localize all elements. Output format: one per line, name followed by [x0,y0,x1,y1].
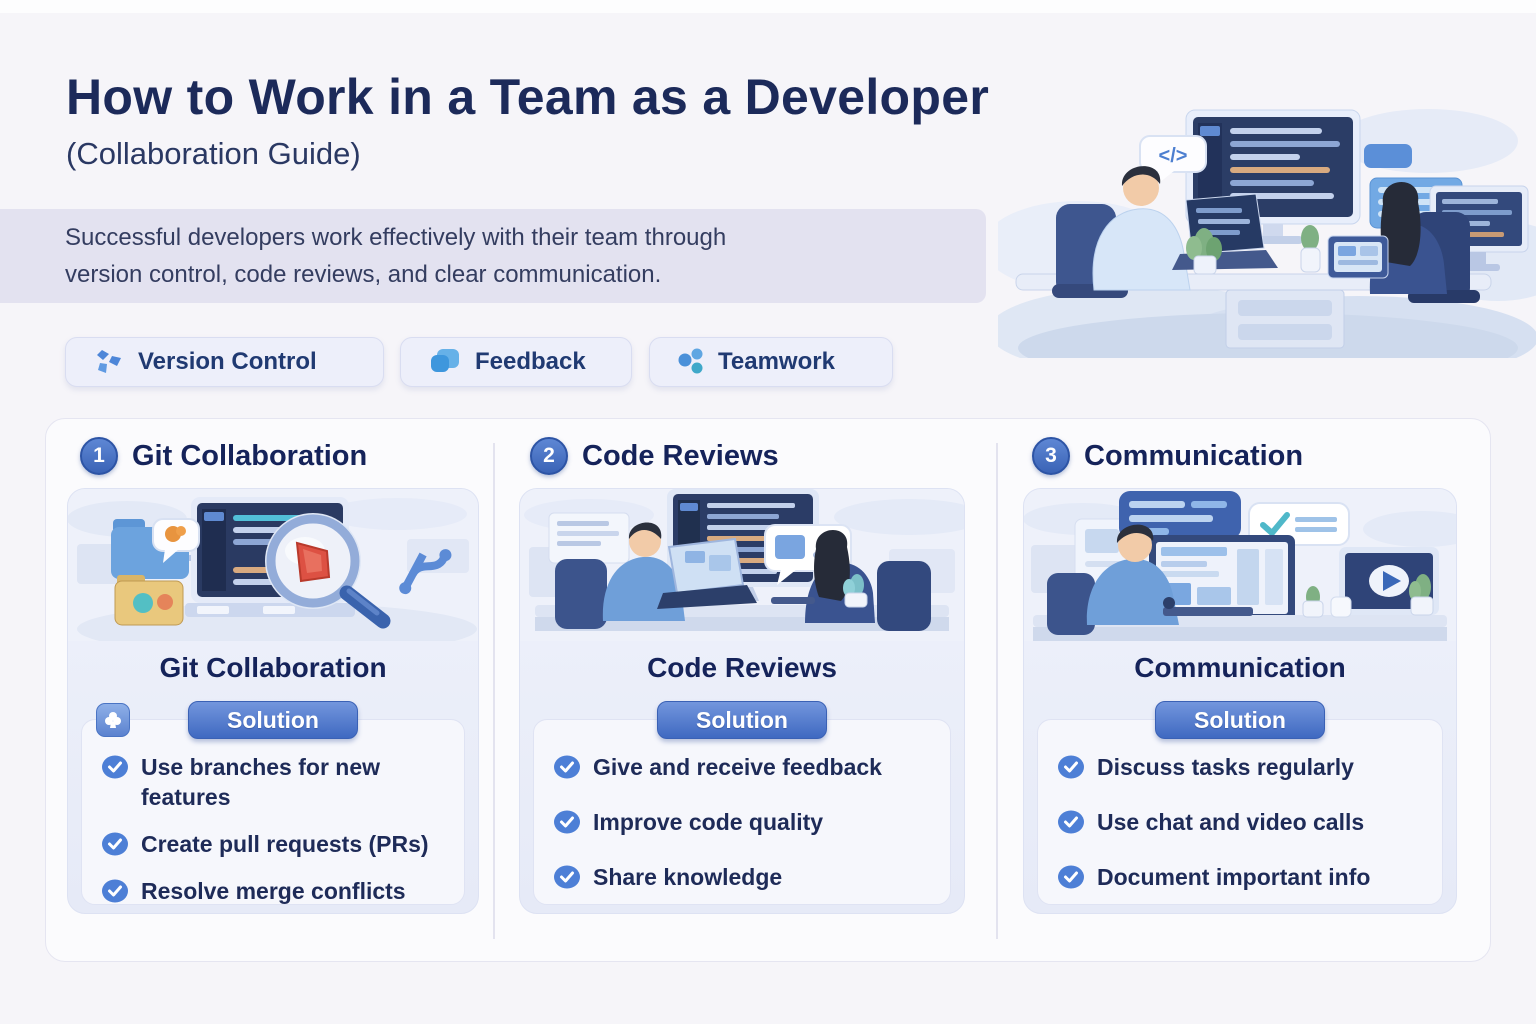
step-number-badge: 3 [1032,437,1070,475]
git-branch-icon [97,350,121,373]
solution-badge: Solution [188,701,358,739]
solution-panel: Solution Discuss tasks regularly [1037,701,1443,905]
solution-item-text: Create pull requests (PRs) [141,831,429,857]
tag-label: Version Control [138,348,317,375]
page-title: How to Work in a Team as a Developer [66,69,990,125]
steps-card: 1 Git Collaboration [45,418,1491,962]
step-number-badge: 2 [530,437,568,475]
page-subtitle: (Collaboration Guide) [66,136,361,171]
solution-item-text: Use branches for new features [141,754,381,810]
check-circle-icon [102,832,128,856]
solution-item: Share knowledge [554,862,932,892]
solution-item: Create pull requests (PRs) [102,829,446,859]
top-strip [0,0,1536,13]
solution-item-text: Discuss tasks regularly [1097,754,1354,780]
card-title: Communication [1134,652,1346,683]
tag-label: Teamwork [718,348,835,375]
solution-item: Resolve merge conflicts [102,876,446,906]
tag-teamwork: Teamwork [649,337,893,387]
column-title: Code Reviews [582,439,779,472]
tag-version-control: Version Control [65,337,384,387]
solution-item-text: Give and receive feedback [593,754,882,780]
communication-card: Communication Solution Discuss tasks reg… [1023,488,1457,914]
solution-item: Document important info [1058,862,1424,892]
solution-item-text: Resolve merge conflicts [141,878,406,904]
chat-bubbles-icon [431,349,459,372]
hero-illustration: </> [983,86,1536,383]
solution-item: Discuss tasks regularly [1058,752,1424,782]
check-circle-icon [554,810,580,834]
club-icon [96,703,130,737]
step-number-badge: 1 [80,437,118,475]
check-circle-icon [554,865,580,889]
column-divider [493,443,495,939]
code-reviews-illustration [520,489,964,641]
check-circle-icon [1058,810,1084,834]
check-circle-icon [1058,755,1084,779]
solution-item-text: Improve code quality [593,809,824,835]
hero-developers-illustration: </> [983,109,1536,383]
solution-badge: Solution [1155,701,1325,739]
intro-banner: Successful developers work effectively w… [0,209,986,303]
git-collaboration-illustration [68,489,478,641]
column-header-git: 1 Git Collaboration [80,437,367,475]
solution-list: Use branches for new features Create pul… [102,752,446,906]
solution-item-text: Document important info [1097,864,1371,890]
solution-item: Use chat and video calls [1058,807,1424,837]
check-circle-icon [554,755,580,779]
solution-list: Give and receive feedback Improve code q… [554,752,932,892]
check-circle-icon [102,879,128,903]
solution-item-text: Share knowledge [593,864,783,890]
communication-illustration [1024,489,1456,641]
check-circle-icon [102,755,128,779]
column-divider [996,443,998,939]
solution-badge: Solution [657,701,827,739]
tag-feedback: Feedback [400,337,632,387]
git-collaboration-card: Git Collaboration Solution [67,488,479,914]
column-header-reviews: 2 Code Reviews [530,437,779,475]
code-reviews-card: Code Reviews Solution Give and receive f… [519,488,965,914]
card-title: Git Collaboration [159,652,387,683]
check-circle-icon [1058,865,1084,889]
column-header-communication: 3 Communication [1032,437,1303,475]
code-tag-icon: </> [1159,145,1188,167]
column-title: Communication [1084,439,1304,472]
column-title: Git Collaboration [132,439,368,472]
solution-list: Discuss tasks regularly Use chat and vid… [1058,752,1424,892]
solution-item: Give and receive feedback [554,752,932,782]
people-dots-icon [678,348,703,374]
intro-text: Successful developers work effectively w… [65,224,727,288]
solution-item-text: Use chat and video calls [1097,809,1365,835]
solution-panel: Solution Give and receive feedback [533,701,951,905]
solution-item: Improve code quality [554,807,932,837]
tag-label: Feedback [475,348,586,375]
solution-item: Use branches for new features [102,752,446,812]
solution-panel: Solution Use branches for new features [81,701,465,906]
card-title: Code Reviews [647,652,837,683]
